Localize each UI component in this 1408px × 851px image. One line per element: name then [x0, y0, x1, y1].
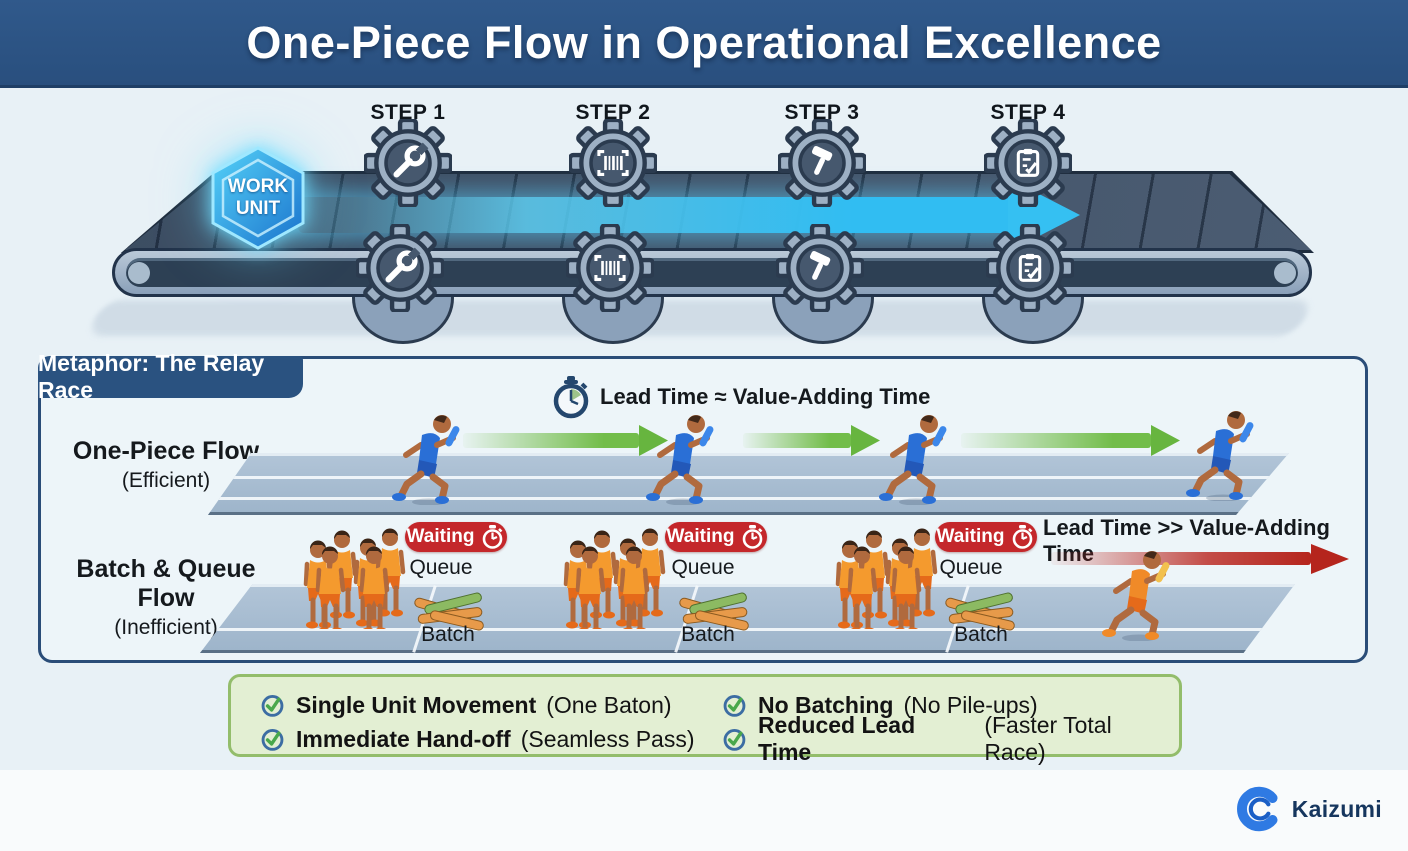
waiting-badge: Waiting [665, 522, 767, 552]
stopwatch-icon [483, 524, 504, 549]
batch-runner [1102, 551, 1171, 641]
queue-label: Queue [671, 556, 735, 579]
relay-runner [646, 415, 715, 505]
roller-right [1274, 262, 1296, 284]
kaizumi-logo-icon [1237, 786, 1283, 832]
brand-logo: Kaizumi [1237, 786, 1382, 832]
step-3-label: STEP 3 [784, 101, 860, 124]
benefits-box: Single Unit Movement (One Baton) Immedia… [228, 674, 1182, 765]
step-2-label: STEP 2 [575, 101, 651, 124]
belt-shadow [85, 300, 1315, 336]
handoff-arrow-head [1151, 425, 1180, 456]
gear-hammer-icon [778, 119, 866, 207]
step-1-label: STEP 1 [370, 101, 446, 124]
work-unit-hexagon [211, 146, 305, 250]
step-4-label: STEP 4 [990, 101, 1066, 124]
relay-runner [392, 415, 461, 505]
queue-label: Queue [409, 556, 473, 579]
header-banner: One-Piece Flow in Operational Excellence [0, 0, 1408, 88]
batch-label: Batch [954, 623, 1008, 646]
waiting-badge: Waiting [405, 522, 507, 552]
gear-hammer-icon [776, 224, 864, 312]
efficient-caption: Lead Time ≈ Value-Adding Time [551, 375, 930, 419]
gear-clipboard-icon [984, 119, 1072, 207]
handoff-arrow [743, 433, 851, 448]
stopwatch-icon [551, 375, 591, 419]
relay-runner [879, 415, 948, 505]
check-icon [261, 694, 284, 718]
brand-name: Kaizumi [1291, 795, 1382, 822]
handoff-arrow-head [851, 425, 880, 456]
gear-wrench-icon [364, 119, 452, 207]
page-title: One-Piece Flow in Operational Excellence [246, 16, 1162, 68]
stopwatch-icon [1013, 524, 1034, 549]
efficient-row-label: One-Piece Flow (Efficient) [72, 437, 260, 492]
batch-label: Batch [681, 623, 735, 646]
relay-runner [1186, 411, 1255, 501]
queue-label: Queue [939, 556, 1003, 579]
batch-label: Batch [421, 623, 475, 646]
delay-arrow [1051, 552, 1311, 565]
benefit-item: Immediate Hand-off (Seamless Pass) [259, 725, 695, 753]
stopwatch-icon [743, 524, 764, 549]
check-icon [723, 728, 746, 752]
gear-clipboard-icon [986, 224, 1074, 312]
check-icon [261, 728, 284, 752]
inefficient-row-label: Batch & Queue Flow (Inefficient) [76, 555, 256, 639]
footer: Kaizumi [0, 770, 1408, 851]
benefit-item: No Batching (No Pile-ups) [721, 691, 1038, 719]
relay-panel: Metaphor: The Relay Race Lead Time ≈ Val… [38, 350, 1368, 663]
waiting-badge: Waiting [935, 522, 1037, 552]
check-icon [723, 694, 746, 718]
panel-title: Metaphor: The Relay Race [38, 350, 303, 403]
gear-barcode-icon [566, 224, 654, 312]
benefit-item: Reduced Lead Time (Faster Total Race) [721, 712, 1179, 765]
gear-wrench-icon [356, 224, 444, 312]
benefit-item: Single Unit Movement (One Baton) [259, 691, 672, 719]
efficient-track [208, 453, 1289, 515]
handoff-arrow [463, 433, 639, 448]
roller-left [128, 262, 150, 284]
belt-front-bar-inner [126, 258, 1298, 287]
work-unit-badge: WORK UNIT [227, 176, 289, 219]
gear-barcode-icon [569, 119, 657, 207]
handoff-arrow [961, 433, 1151, 448]
